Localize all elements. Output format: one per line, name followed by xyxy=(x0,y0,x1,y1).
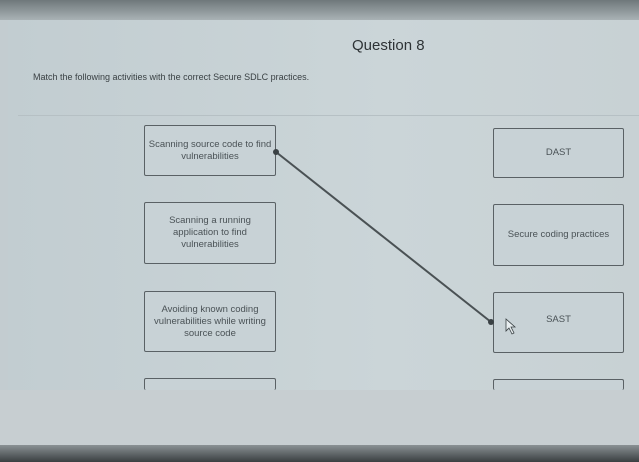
left-item-label: Scanning a running application to find v… xyxy=(169,215,251,250)
left-item-2[interactable]: Scanning a running application to find v… xyxy=(144,202,276,264)
matching-area xyxy=(18,115,639,387)
question-prompt: Match the following activities with the … xyxy=(33,72,310,82)
left-item-1[interactable]: Scanning source code to find vulnerabili… xyxy=(144,125,276,176)
right-item-label: SAST xyxy=(546,313,571,325)
top-bezel xyxy=(0,0,639,20)
right-item-label: Secure coding practices xyxy=(507,229,610,240)
bottom-bezel xyxy=(0,445,639,462)
connector-start-dot[interactable] xyxy=(273,149,279,155)
question-title: Question 8 xyxy=(352,37,425,54)
left-item-label: Avoiding known coding vulnerabilities wh… xyxy=(154,303,266,339)
connector-end-dot[interactable] xyxy=(488,319,494,325)
mouse-cursor-icon xyxy=(505,318,517,335)
left-item-3[interactable]: Avoiding known coding vulnerabilities wh… xyxy=(144,291,276,352)
right-item-4[interactable] xyxy=(493,379,624,390)
connector-line xyxy=(275,151,492,323)
right-item-sast[interactable]: SAST xyxy=(493,292,624,353)
page-footer-area xyxy=(0,390,639,445)
left-item-4[interactable] xyxy=(144,378,276,390)
left-item-label: Scanning source code to find vulnerabili… xyxy=(148,138,272,162)
right-item-label: DAST xyxy=(545,147,572,158)
right-item-dast[interactable]: DAST xyxy=(493,128,624,178)
right-item-secure-coding[interactable]: Secure coding practices xyxy=(493,204,624,266)
